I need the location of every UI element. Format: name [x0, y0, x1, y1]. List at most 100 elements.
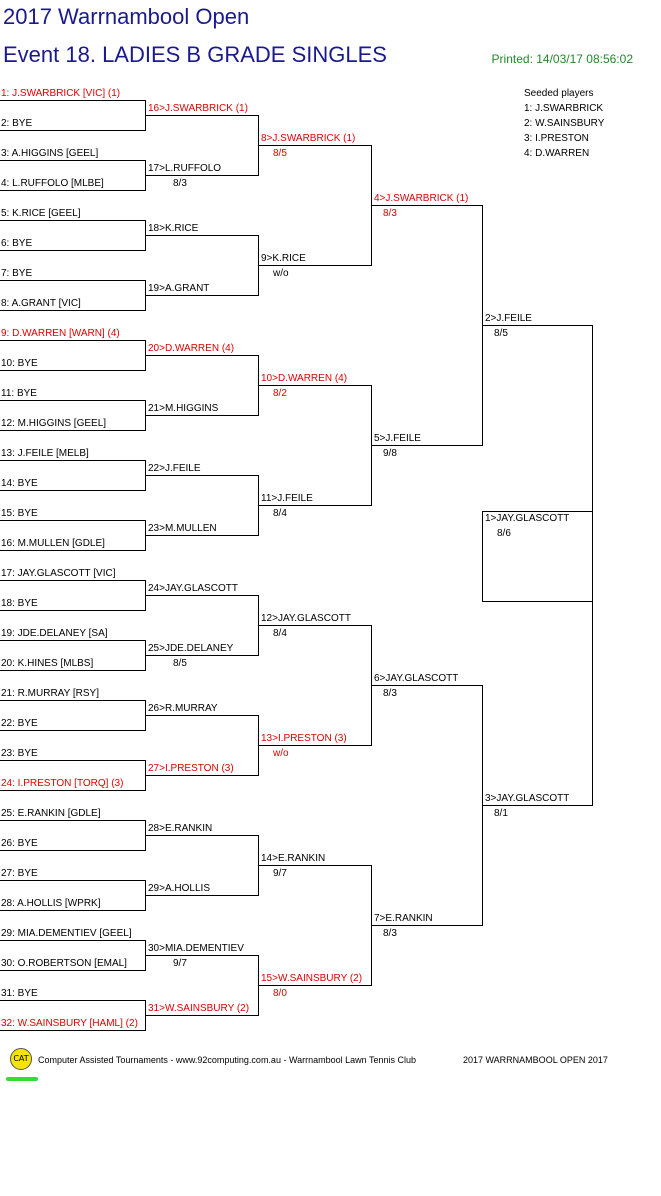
bracket-line [258, 505, 371, 506]
r1-player: 21: R.MURRAY [RSY] [1, 688, 99, 699]
bracket-line [0, 460, 145, 461]
r1-player: 31: BYE [1, 988, 38, 999]
bracket-line [0, 130, 145, 131]
r1-player: 22: BYE [1, 718, 38, 729]
logo-underline [6, 1077, 38, 1081]
match-score: 8/3 [383, 208, 397, 219]
bracket-line [371, 445, 482, 446]
match-score: 8/2 [273, 388, 287, 399]
bracket-line [145, 295, 258, 296]
bracket-line [145, 1015, 258, 1016]
r3-winner: 10>D.WARREN (4) [261, 373, 348, 384]
bracket-line [0, 280, 145, 281]
bracket-line [0, 730, 145, 731]
bracket-line [0, 580, 145, 581]
printed-timestamp: Printed: 14/03/17 08:56:02 [491, 52, 633, 66]
bracket-line [0, 400, 145, 401]
seeded-player: 4: D.WARREN [524, 148, 590, 159]
r1-player: 25: E.RANKIN [GDLE] [1, 808, 101, 819]
r1-player: 2: BYE [1, 118, 33, 129]
match-score: 9/7 [273, 868, 287, 879]
r1-player: 32: W.SAINSBURY [HAML] (2) [1, 1018, 138, 1029]
match-score: 8/5 [173, 658, 187, 669]
bracket-line [0, 1030, 145, 1031]
bracket-line [145, 655, 258, 656]
r2-winner: 20>D.WARREN (4) [148, 343, 235, 354]
r2-winner: 29>A.HOLLIS [148, 883, 210, 894]
bracket-line [0, 1000, 145, 1001]
r1-player: 29: MIA.DEMENTIEV [GEEL] [1, 928, 132, 939]
r1-player: 6: BYE [1, 238, 33, 249]
r1-player: 7: BYE [1, 268, 33, 279]
r2-winner: 21>M.HIGGINS [148, 403, 219, 414]
bracket-line [0, 160, 145, 161]
page-title: 2017 Warrnambool Open [3, 4, 250, 29]
bracket-line [0, 970, 145, 971]
bracket-line [371, 685, 482, 686]
bracket-line [0, 340, 145, 341]
bracket-line [482, 511, 592, 512]
match-score: w/o [273, 748, 289, 759]
bracket-line [145, 235, 258, 236]
bracket-line [258, 865, 371, 866]
match-score: 9/8 [383, 448, 397, 459]
r1-player: 14: BYE [1, 478, 38, 489]
r2-winner: 16>J.SWARBRICK (1) [148, 103, 248, 114]
r3-winner: 14>E.RANKIN [261, 853, 326, 864]
r2-winner: 18>K.RICE [148, 223, 199, 234]
bracket-line [145, 775, 258, 776]
bracket-line [482, 511, 483, 602]
match-score: 8/3 [383, 688, 397, 699]
bracket-line [0, 760, 145, 761]
bracket-line [482, 601, 592, 602]
r1-player: 28: A.HOLLIS [WPRK] [1, 898, 101, 909]
r3-winner: 11>J.FEILE [261, 493, 313, 504]
r1-player: 19: JDE.DELANEY [SA] [1, 628, 108, 639]
r1-player: 15: BYE [1, 508, 38, 519]
r2-winner: 24>JAY.GLASCOTT [148, 583, 238, 594]
bracket-line [145, 355, 258, 356]
r2-winner: 17>L.RUFFOLO [148, 163, 222, 174]
bracket-line [258, 385, 371, 386]
bracket-line [0, 490, 145, 491]
r3-winner: 9>K.RICE [261, 253, 306, 264]
bracket-line [0, 220, 145, 221]
r1-player: 12: M.HIGGINS [GEEL] [1, 418, 107, 429]
match-score: 8/5 [494, 328, 508, 339]
bracket-line [0, 250, 145, 251]
r1-player: 17: JAY.GLASCOTT [VIC] [1, 568, 116, 579]
r1-player: 23: BYE [1, 748, 38, 759]
r1-player: 10: BYE [1, 358, 38, 369]
bracket-line [0, 610, 145, 611]
r1-player: 26: BYE [1, 838, 38, 849]
footer-credits: Computer Assisted Tournaments - www.92co… [38, 1055, 417, 1065]
bracket-line [0, 700, 145, 701]
sf-winner: 2>J.FEILE [485, 313, 532, 324]
bracket-line [0, 520, 145, 521]
seeded-player: 3: I.PRESTON [524, 133, 589, 144]
bracket-line [482, 325, 592, 326]
r1-player: 8: A.GRANT [VIC] [1, 298, 81, 309]
match-score: 8/5 [273, 148, 287, 159]
r1-player: 5: K.RICE [GEEL] [1, 208, 81, 219]
r1-player: 24: I.PRESTON [TORQ] (3) [1, 778, 124, 789]
seeded-players-list: Seeded players 1: J.SWARBRICK 2: W.SAINS… [524, 86, 604, 161]
bracket-line [371, 925, 482, 926]
sf-winner: 3>JAY.GLASCOTT [485, 793, 570, 804]
bracket-line [0, 550, 145, 551]
bracket-line [145, 475, 258, 476]
r2-winner: 30>MIA.DEMENTIEV [148, 943, 244, 954]
bracket-line [0, 820, 145, 821]
bracket-line [145, 115, 258, 116]
r2-winner: 28>E.RANKIN [148, 823, 213, 834]
r2-winner: 31>W.SAINSBURY (2) [148, 1003, 250, 1014]
r1-player: 18: BYE [1, 598, 38, 609]
qf-winner: 5>J.FEILE [374, 433, 421, 444]
champion: 1>JAY.GLASCOTT [485, 513, 570, 524]
bracket-line [0, 880, 145, 881]
bracket-line [145, 955, 258, 956]
r3-winner: 15>W.SAINSBURY (2) [261, 973, 363, 984]
r1-player: 3: A.HIGGINS [GEEL] [1, 148, 99, 159]
r1-player: 20: K.HINES [MLBS] [1, 658, 94, 669]
match-score: 8/3 [383, 928, 397, 939]
